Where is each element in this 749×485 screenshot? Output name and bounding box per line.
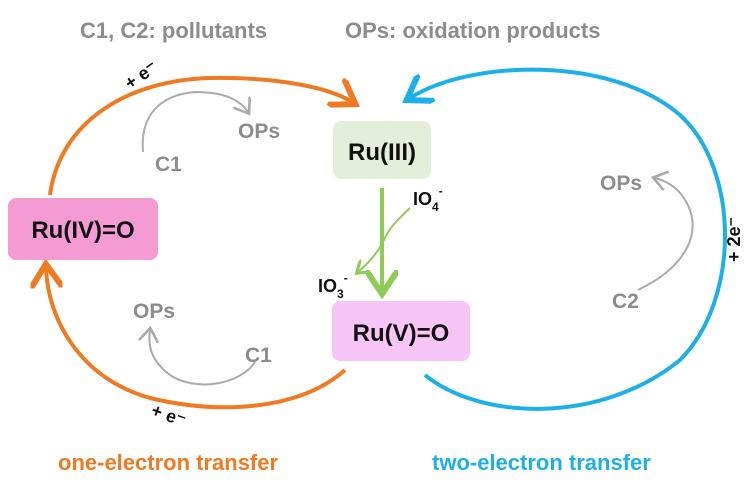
ru5-box: [332, 301, 470, 361]
legend-pollutants: C1, C2: pollutants: [80, 18, 267, 43]
one-electron-transfer-label: one-electron transfer: [58, 450, 278, 475]
two-electron-transfer-label: two-electron transfer: [432, 450, 651, 475]
ru5-label: Ru(V)=O: [353, 320, 450, 347]
ru4-label: Ru(IV)=O: [31, 217, 134, 244]
gray-arrow-right: [637, 178, 694, 291]
c1-bottom-left: C1: [245, 344, 272, 367]
ru3-label: Ru(III): [348, 139, 416, 166]
orange-arc-bottom: [46, 268, 347, 410]
c1-top-left: C1: [155, 153, 182, 176]
gray-arrow-top-left: [141, 90, 248, 153]
ops-bottom-left: OPs: [133, 300, 175, 323]
periodate-label: IO4-: [413, 184, 443, 214]
ru3-box: [333, 121, 431, 179]
gray-arrow-bottom-left: [149, 330, 256, 386]
orange-arc-top: [48, 75, 352, 196]
iodate-label: IO3-: [318, 271, 348, 301]
legend-oxidation-products: OPs: oxidation products: [345, 18, 600, 43]
electron-right: + 2e⁻: [724, 217, 744, 262]
blue-arc: [410, 67, 727, 411]
ops-top-left: OPs: [238, 120, 280, 143]
green-arrow-iodate: [358, 207, 411, 272]
ru4-box: [8, 198, 158, 260]
ops-right: OPs: [600, 172, 642, 195]
c2-right: C2: [612, 290, 639, 313]
electron-top-left: + e⁻: [121, 57, 161, 93]
